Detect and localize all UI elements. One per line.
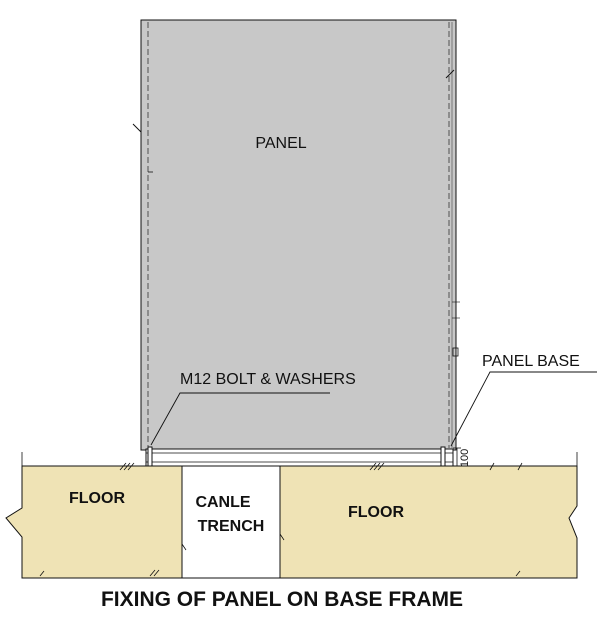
floor-right — [279, 465, 578, 579]
dimension-label: 100 — [459, 449, 471, 467]
bolt-label: M12 BOLT & WASHERS — [180, 371, 356, 388]
panel-label: PANEL — [255, 135, 306, 152]
floor-left — [5, 465, 183, 579]
panel-body — [140, 19, 457, 451]
floor-right-label: FLOOR — [348, 504, 404, 521]
trench-label-line1: CANLE — [195, 494, 250, 511]
panel-base-leader — [450, 371, 597, 447]
floor-left-label: FLOOR — [69, 490, 125, 507]
panel-tick-right-upper — [445, 69, 455, 79]
panel-latch-mark — [452, 347, 459, 357]
trench-label-line2: TRENCH — [198, 518, 265, 535]
panel-base-label: PANEL BASE — [482, 353, 580, 370]
base-frame — [145, 448, 454, 467]
panel-tick-left-upper — [132, 123, 142, 133]
bolt-leader — [150, 392, 330, 446]
floor-hatch-marks — [39, 462, 523, 577]
diagram-title: FIXING OF PANEL ON BASE FRAME — [101, 588, 463, 611]
